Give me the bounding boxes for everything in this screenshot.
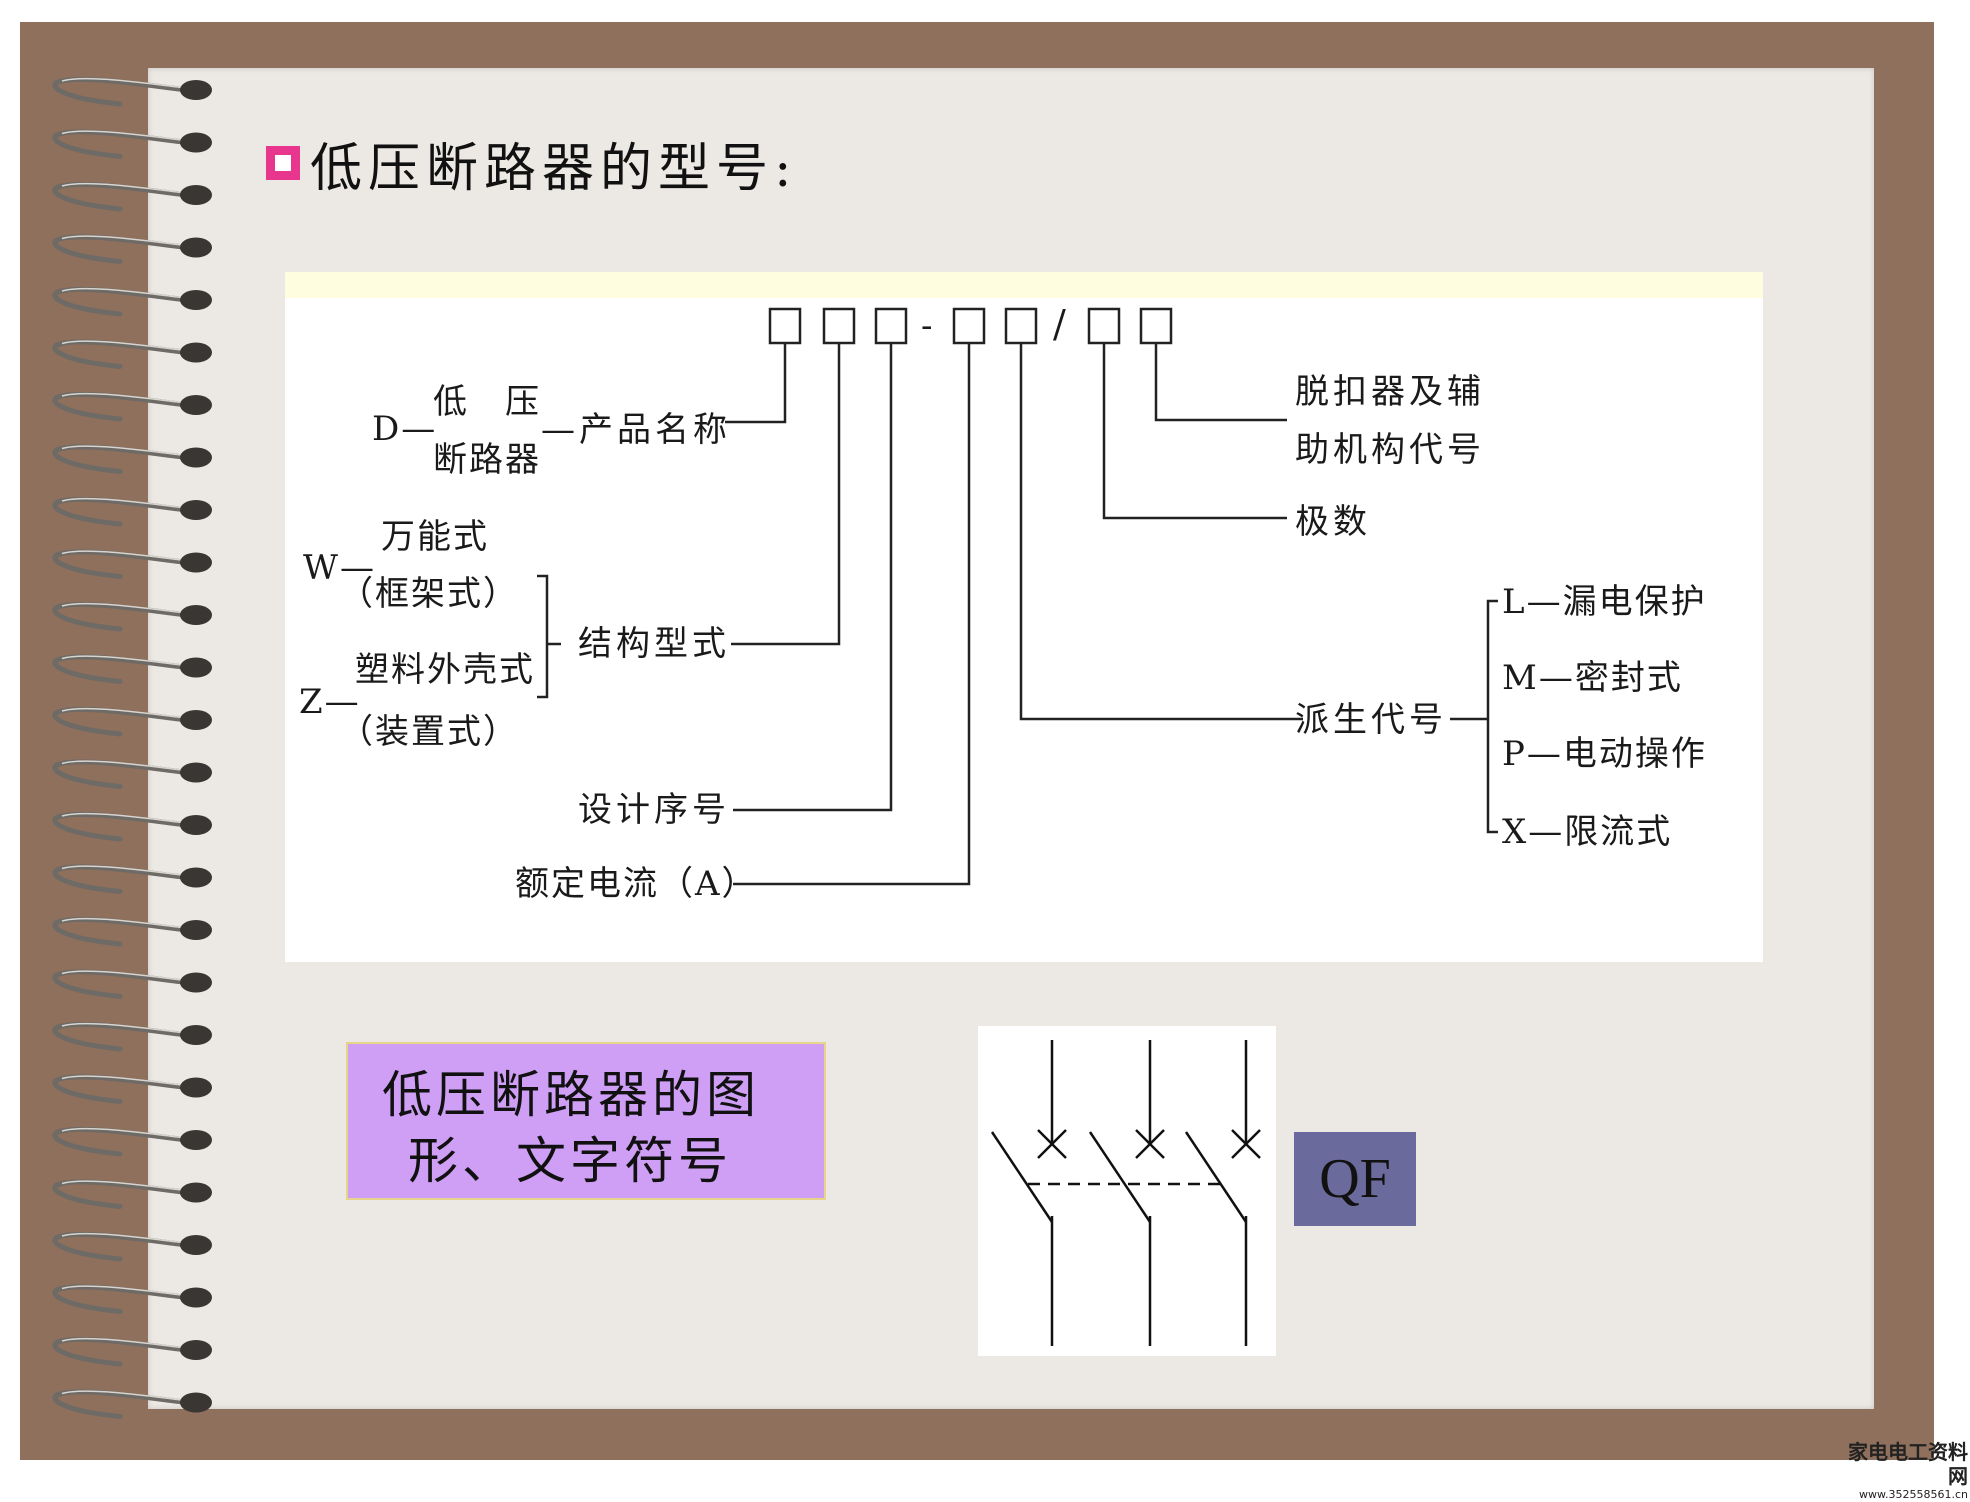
model-code-diagram: - / D— 低 压 断路器 —产品名称 W— 万能式 （框架式） Z— 塑料外…: [285, 272, 1763, 962]
connector-poles: [1102, 343, 1287, 520]
diagram-connector-lines: [537, 307, 1498, 886]
product-name-desc-2: 断路器: [433, 440, 541, 480]
design-number-label: 设计序号: [578, 790, 730, 830]
connector-structure: [731, 343, 841, 646]
spiral-ring: [52, 1231, 212, 1262]
spiral-ring: [52, 549, 212, 579]
spiral-ring: [52, 234, 212, 264]
symbol-caption-line2: 形、文字符号: [408, 1132, 732, 1190]
spiral-ring: [52, 969, 212, 999]
product-name-desc-1: 低 压: [433, 382, 541, 422]
connector-product-name: [725, 343, 787, 424]
release-label-2: 助机构代号: [1295, 430, 1485, 470]
code-slot-5: [1004, 307, 1038, 345]
derivative-label: 派生代号: [1295, 700, 1447, 740]
rated-current-label: 额定电流（A）: [515, 864, 758, 904]
poles-label: 极数: [1295, 502, 1371, 542]
structure-w-code: W—: [303, 548, 376, 588]
spiral-ring: [52, 129, 212, 159]
connector-release: [1154, 343, 1287, 422]
bracket-derivative: [1486, 599, 1498, 834]
connector-derivative: [1019, 343, 1303, 721]
code-slot-7: [1139, 307, 1173, 345]
spiral-ring: [52, 1336, 212, 1367]
spiral-ring: [52, 1126, 212, 1157]
derivative-option-l: L—漏电保护: [1502, 582, 1707, 622]
spiral-ring: [52, 654, 212, 684]
connector-design-number: [733, 343, 893, 812]
structure-w-line2: （框架式）: [339, 574, 519, 614]
breaker-symbol-panel: [978, 1026, 1276, 1356]
spiral-ring: [52, 916, 212, 947]
symbol-caption-line1: 低压断路器的图: [382, 1066, 760, 1124]
connector-rated-current: [733, 343, 971, 886]
spiral-ring: [52, 286, 212, 317]
structure-z-code: Z—: [299, 682, 361, 722]
structure-z-line1: 塑料外壳式: [355, 650, 535, 690]
code-separator-slash: /: [1053, 302, 1070, 346]
derivative-option-p: P—电动操作: [1502, 734, 1707, 774]
product-name-code: D—: [372, 409, 438, 449]
watermark-title: 家电电工资料网: [1848, 1440, 1968, 1488]
breaker-pole-3: [1184, 1040, 1261, 1346]
spiral-ring: [52, 1389, 212, 1419]
release-label-1: 脱扣器及辅: [1295, 372, 1485, 412]
spiral-ring: [52, 391, 212, 422]
diagram-header-band: [285, 272, 1763, 298]
spiral-ring: [52, 759, 212, 789]
structure-label: 结构型式: [578, 624, 730, 664]
derivative-option-x: X—限流式: [1502, 812, 1673, 852]
spiral-ring: [52, 601, 212, 632]
derivative-option-m: M—密封式: [1502, 658, 1683, 698]
code-separator-dash: -: [921, 306, 937, 346]
code-slot-2: [822, 307, 856, 345]
square-bullet-icon: [266, 146, 300, 180]
watermark: 家电电工资料网 www.352558561.cn: [1836, 1440, 1968, 1502]
spiral-ring: [52, 1179, 212, 1209]
watermark-url: www.352558561.cn: [1859, 1488, 1968, 1501]
spiral-ring: [52, 496, 212, 527]
code-slot-1: [768, 307, 802, 345]
spiral-ring: [52, 444, 212, 474]
code-slot-4: [952, 307, 986, 345]
product-name-label: —产品名称: [541, 410, 731, 450]
breaker-pole-2: [1088, 1040, 1165, 1346]
breaker-pole-1: [990, 1040, 1067, 1346]
code-slot-6: [1087, 307, 1121, 345]
structure-w-line1: 万能式: [381, 517, 489, 557]
symbol-caption-box: 低压断路器的图 形、文字符号: [346, 1042, 826, 1200]
spiral-ring: [52, 76, 212, 107]
symbol-code-box: QF: [1294, 1132, 1416, 1226]
slide-title-text: 低压断路器的型号:: [310, 138, 798, 199]
code-slot-3: [874, 307, 908, 345]
spiral-ring: [52, 706, 212, 737]
bracket-structure: [537, 574, 549, 699]
structure-z-line2: （装置式）: [339, 712, 519, 752]
spiral-ring: [52, 181, 212, 212]
spiral-ring: [52, 339, 212, 369]
spiral-ring: [52, 1284, 212, 1314]
spiral-binding: [52, 76, 212, 1419]
spiral-ring: [52, 811, 212, 842]
slide-title: 低压断路器的型号:: [266, 128, 798, 199]
spiral-ring: [52, 1021, 212, 1052]
spiral-ring: [52, 1074, 212, 1104]
spiral-ring: [52, 864, 212, 894]
three-pole-breaker-symbol: [990, 1040, 1261, 1346]
